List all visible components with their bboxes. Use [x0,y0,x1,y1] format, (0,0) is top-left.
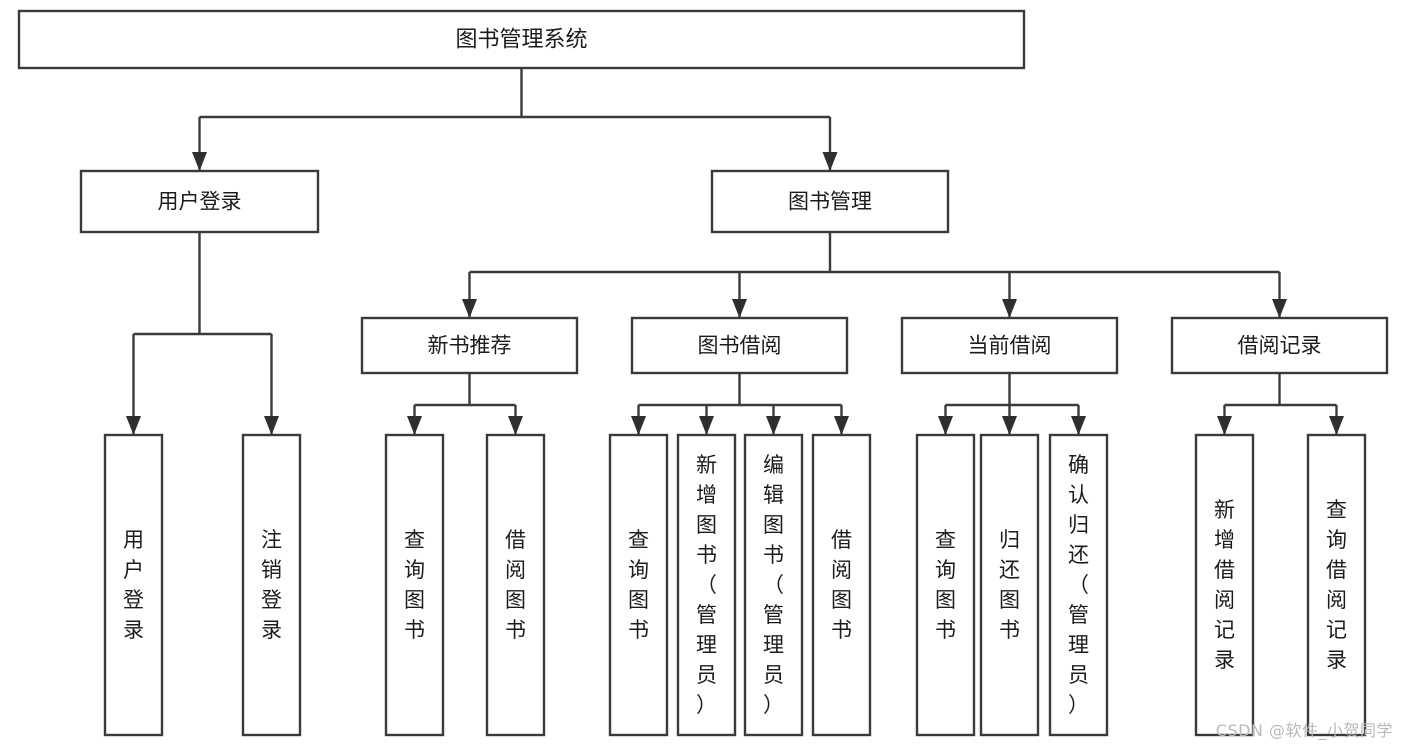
arrow-head-icon [631,416,646,435]
node-add-book-admin-label: 新增图书（管理员） [696,453,717,717]
arrow-head-icon [407,416,422,435]
node-user-logout-box[interactable] [241,433,302,737]
node-borrow-record[interactable]: 借阅记录 [1170,316,1389,375]
node-borrow-book-borrow-box[interactable] [811,433,872,737]
node-query-book-current[interactable]: 查询图书 [915,433,976,737]
node-current-borrow[interactable]: 当前借阅 [900,316,1119,375]
node-add-book-admin-box[interactable] [676,433,737,737]
node-new-book-recommend[interactable]: 新书推荐 [360,316,579,375]
node-edit-book-admin-box[interactable] [743,433,804,737]
arrow-head-icon [1329,416,1344,435]
arrow-head-icon [192,152,207,171]
node-user-login-box[interactable] [79,169,320,234]
node-edit-book-admin[interactable]: 编辑图书（管理员） [743,433,804,737]
node-query-book-recommend[interactable]: 查询图书 [384,433,445,737]
node-current-borrow-box[interactable] [900,316,1119,375]
node-add-book-admin[interactable]: 新增图书（管理员） [676,433,737,737]
arrow-head-icon [1217,416,1232,435]
node-user-logout-label: 注销登录 [261,528,282,642]
node-user-login-do-box[interactable] [103,433,164,737]
node-return-book-label: 归还图书 [999,528,1020,642]
root-node-box[interactable] [17,9,1026,70]
node-user-login-label: 用户登录 [158,190,242,214]
node-query-book-borrow-box[interactable] [608,433,669,737]
node-query-borrow-record-box[interactable] [1306,433,1367,737]
arrow-head-icon [264,416,279,435]
csdn-watermark: CSDN @软件_小贺同学 [1215,721,1393,740]
node-query-borrow-record[interactable]: 查询借阅记录 [1306,433,1367,737]
arrow-head-icon [938,416,953,435]
node-borrow-book-recommend-box[interactable] [485,433,546,737]
node-user-login-do[interactable]: 用户登录 [103,433,164,737]
arrow-head-icon [822,152,838,171]
node-add-borrow-record-label: 新增借阅记录 [1214,498,1235,672]
node-add-borrow-record[interactable]: 新增借阅记录 [1194,433,1255,737]
node-user-login-do-label: 用户登录 [123,528,144,642]
node-new-book-recommend-box[interactable] [360,316,579,375]
node-layer: 图书管理系统用户登录用户登录注销登录图书管理新书推荐查询图书借阅图书图书借阅查询… [17,9,1389,737]
node-book-management-label: 图书管理 [788,190,872,214]
node-book-borrow-label: 图书借阅 [698,334,782,358]
arrow-head-icon [766,416,781,435]
root-node-label: 图书管理系统 [455,28,587,53]
node-borrow-book-recommend[interactable]: 借阅图书 [485,433,546,737]
node-query-book-current-label: 查询图书 [935,528,956,642]
node-user-login[interactable]: 用户登录 [79,169,320,234]
arrow-head-icon [462,299,477,318]
node-return-book-box[interactable] [979,433,1040,737]
root-node[interactable]: 图书管理系统 [17,9,1026,70]
connector-layer [126,68,1344,435]
node-new-book-recommend-label: 新书推荐 [428,334,512,358]
node-borrow-record-label: 借阅记录 [1238,334,1322,358]
node-borrow-book-borrow-label: 借阅图书 [831,528,852,642]
arrow-head-icon [508,416,523,435]
node-borrow-record-box[interactable] [1170,316,1389,375]
arrow-head-icon [1002,299,1017,318]
node-confirm-return-admin[interactable]: 确认归还（管理员） [1048,433,1109,737]
arrow-head-icon [1002,416,1017,435]
node-return-book[interactable]: 归还图书 [979,433,1040,737]
node-query-borrow-record-label: 查询借阅记录 [1326,498,1347,672]
node-confirm-return-admin-label: 确认归还（管理员） [1068,453,1089,717]
arrow-head-icon [732,299,747,318]
node-borrow-book-recommend-label: 借阅图书 [505,528,526,642]
node-user-logout[interactable]: 注销登录 [241,433,302,737]
node-query-book-borrow-label: 查询图书 [628,528,649,642]
node-edit-book-admin-label: 编辑图书（管理员） [763,453,784,717]
node-current-borrow-label: 当前借阅 [968,334,1052,358]
node-book-borrow-box[interactable] [630,316,849,375]
node-book-borrow[interactable]: 图书借阅 [630,316,849,375]
node-book-management-box[interactable] [710,169,950,234]
node-book-management[interactable]: 图书管理 [710,169,950,234]
node-query-book-recommend-box[interactable] [384,433,445,737]
node-borrow-book-borrow[interactable]: 借阅图书 [811,433,872,737]
arrow-head-icon [699,416,714,435]
arrow-head-icon [126,416,141,435]
arrow-head-icon [1071,416,1086,435]
node-query-book-borrow[interactable]: 查询图书 [608,433,669,737]
node-query-book-recommend-label: 查询图书 [404,528,425,642]
arrow-head-icon [834,416,849,435]
arrow-head-icon [1272,299,1287,318]
node-confirm-return-admin-box[interactable] [1048,433,1109,737]
node-query-book-current-box[interactable] [915,433,976,737]
node-add-borrow-record-box[interactable] [1194,433,1255,737]
